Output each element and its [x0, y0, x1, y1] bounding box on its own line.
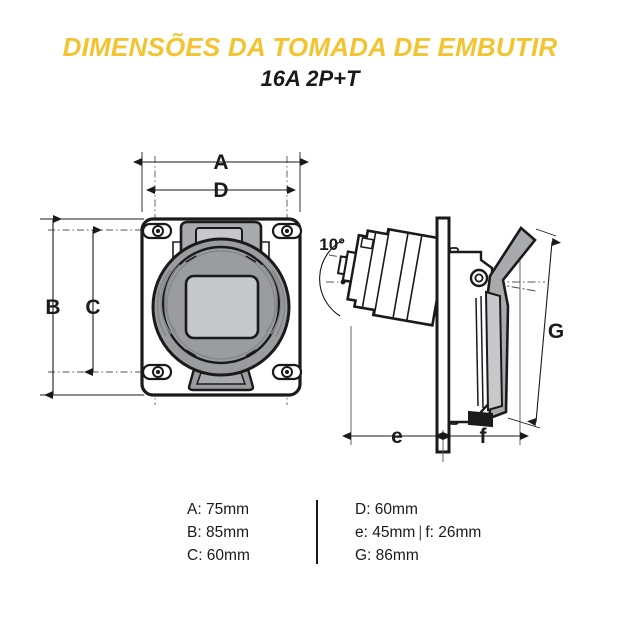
rear-body: [336, 227, 449, 327]
angle-label: 10°: [319, 235, 345, 254]
lid-notches: [185, 255, 257, 357]
hinge-pivot-inner: [474, 273, 484, 283]
legend-item-f: f: 26mm: [425, 524, 482, 541]
legend-item-b: B: 85mm: [187, 524, 250, 541]
dimension-b: B: [44, 215, 62, 399]
dimension-d-label: D: [213, 179, 228, 202]
dimension-legend: A: 75mm B: 85mm C: 60mm D: 60mm e: 45mm|…: [0, 496, 620, 586]
dimension-a-label: A: [213, 151, 228, 174]
dimension-d: D: [146, 179, 296, 202]
legend-item-e-f: e: 45mm|f: 26mm: [355, 521, 481, 544]
lid-inner-ring-2: [166, 250, 276, 360]
page-subtitle: 16A 2P+T: [260, 66, 360, 91]
legend-item-e: e: 45mm: [355, 524, 416, 541]
lid-edge-lines: [475, 295, 484, 409]
mounting-hole-top-left: [141, 222, 173, 240]
dimension-b-label: B: [45, 296, 60, 319]
dimension-c: C: [84, 226, 102, 376]
legend-item-d: D: 60mm: [355, 501, 418, 518]
legend-item-c: C: 60mm: [187, 547, 250, 564]
dimension-f-label: f: [480, 425, 488, 448]
mounting-holes: [141, 222, 303, 381]
dimension-f: f: [434, 425, 529, 448]
page-title: DIMENSÕES DA TOMADA DE EMBUTIR: [62, 32, 558, 62]
mounting-plate: [435, 216, 451, 454]
legend-column-right: D: 60mm e: 45mm|f: 26mm G: 86mm: [355, 498, 481, 567]
front-view: A D B C: [40, 151, 309, 405]
lid-grip-ribs: [156, 264, 286, 337]
legend-divider: [316, 500, 318, 564]
lid-bottom-foot: [468, 410, 493, 428]
dimension-e: e: [342, 425, 452, 448]
legend-item-separator: |: [418, 524, 423, 541]
legend-column-left: A: 75mm B: 85mm C: 60mm: [187, 498, 250, 567]
mounting-hole-top-right: [271, 222, 303, 240]
side-view: 10°: [319, 216, 564, 462]
dimension-a: A: [133, 151, 309, 174]
legend-item-g: G: 86mm: [355, 547, 419, 564]
mounting-hole-bottom-right: [271, 363, 303, 381]
angle-arc: [319, 239, 344, 317]
technical-drawing: A D B C: [40, 151, 564, 462]
dimension-g-label: G: [548, 320, 564, 343]
dimension-e-label: e: [391, 425, 403, 448]
dimension-g: G: [507, 228, 564, 429]
mounting-hole-bottom-left: [141, 363, 173, 381]
dimension-c-label: C: [85, 296, 100, 319]
center-panel: [184, 274, 260, 340]
legend-item-a: A: 75mm: [187, 501, 250, 518]
lid-face-panel: [484, 290, 504, 412]
